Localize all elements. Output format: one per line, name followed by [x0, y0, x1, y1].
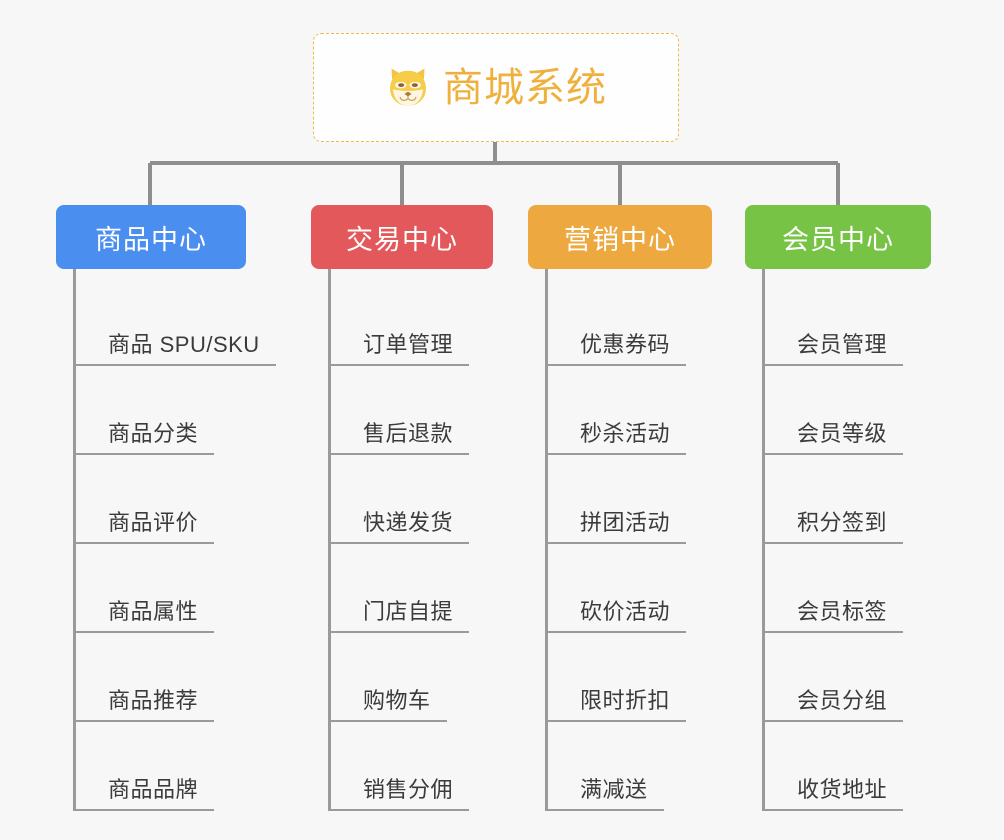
branch-head-marketing[interactable]: 营销中心: [528, 205, 712, 269]
branch-head-member[interactable]: 会员中心: [745, 205, 931, 269]
sub-item-label: 商品 SPU/SKU: [108, 332, 260, 357]
list-item[interactable]: 满减送: [548, 722, 712, 811]
list-item[interactable]: 商品 SPU/SKU: [76, 277, 276, 366]
sub-item-label: 秒杀活动: [580, 421, 671, 446]
list-item[interactable]: 会员标签: [765, 544, 931, 633]
root-title: 商城系统: [443, 65, 607, 110]
sub-item-label: 订单管理: [363, 332, 454, 357]
branch-columns: 商品中心 商品 SPU/SKU 商品分类 商品评价 商品属性 商品推荐 商品品牌…: [0, 205, 1004, 840]
list-item[interactable]: 销售分佣: [331, 722, 493, 811]
sub-item-list-product: 商品 SPU/SKU 商品分类 商品评价 商品属性 商品推荐 商品品牌: [73, 269, 276, 811]
sub-item-list-trade: 订单管理 售后退款 快递发货 门店自提 购物车 销售分佣: [328, 269, 493, 811]
sub-item-label: 快递发货: [363, 510, 454, 535]
list-item[interactable]: 售后退款: [331, 366, 493, 455]
branch-column-product: 商品中心 商品 SPU/SKU 商品分类 商品评价 商品属性 商品推荐 商品品牌: [56, 205, 276, 811]
sub-item-list-marketing: 优惠券码 秒杀活动 拼团活动 砍价活动 限时折扣 满减送: [545, 269, 712, 811]
branch-column-member: 会员中心 会员管理 会员等级 积分签到 会员标签 会员分组 收货地址: [745, 205, 931, 811]
list-item[interactable]: 商品推荐: [76, 633, 246, 722]
sub-item-label: 优惠券码: [580, 332, 671, 357]
sub-item-label: 会员标签: [797, 599, 888, 624]
list-item[interactable]: 优惠券码: [548, 277, 712, 366]
list-item[interactable]: 商品品牌: [76, 722, 246, 811]
list-item[interactable]: 会员管理: [765, 277, 931, 366]
list-item[interactable]: 限时折扣: [548, 633, 712, 722]
sub-item-label: 会员管理: [797, 332, 888, 357]
list-item[interactable]: 会员等级: [765, 366, 931, 455]
list-item[interactable]: 商品属性: [76, 544, 246, 633]
sub-item-label: 拼团活动: [580, 510, 671, 535]
list-item[interactable]: 收货地址: [765, 722, 931, 811]
sub-item-label: 收货地址: [797, 777, 888, 802]
list-item[interactable]: 门店自提: [331, 544, 493, 633]
sub-item-label: 满减送: [580, 777, 648, 802]
list-item[interactable]: 订单管理: [331, 277, 493, 366]
sub-item-label: 商品分类: [108, 421, 199, 446]
list-item[interactable]: 砍价活动: [548, 544, 712, 633]
branch-head-product[interactable]: 商品中心: [56, 205, 246, 269]
sub-item-label: 商品评价: [108, 510, 199, 535]
sub-item-label: 门店自提: [363, 599, 454, 624]
sub-item-label: 限时折扣: [580, 688, 671, 713]
root-node[interactable]: 商城系统: [313, 33, 679, 142]
branch-head-label: 商品中心: [95, 224, 207, 255]
list-item[interactable]: 积分签到: [765, 455, 931, 544]
shiba-dog-face-icon: [390, 68, 426, 106]
branch-head-label: 营销中心: [564, 224, 676, 255]
sub-item-label: 砍价活动: [580, 599, 671, 624]
sub-item-label: 商品属性: [108, 599, 199, 624]
sub-item-label: 积分签到: [797, 510, 888, 535]
sub-item-label: 商品推荐: [108, 688, 199, 713]
sub-item-label: 销售分佣: [363, 777, 454, 802]
list-item[interactable]: 快递发货: [331, 455, 493, 544]
branch-column-marketing: 营销中心 优惠券码 秒杀活动 拼团活动 砍价活动 限时折扣 满减送: [528, 205, 712, 811]
branch-column-trade: 交易中心 订单管理 售后退款 快递发货 门店自提 购物车 销售分佣: [311, 205, 493, 811]
list-item[interactable]: 商品评价: [76, 455, 246, 544]
list-item[interactable]: 秒杀活动: [548, 366, 712, 455]
sub-item-label: 售后退款: [363, 421, 454, 446]
list-item[interactable]: 会员分组: [765, 633, 931, 722]
list-item[interactable]: 商品分类: [76, 366, 246, 455]
sub-item-label: 会员等级: [797, 421, 888, 446]
list-item[interactable]: 购物车: [331, 633, 493, 722]
branch-head-label: 会员中心: [782, 224, 894, 255]
branch-head-label: 交易中心: [346, 224, 458, 255]
sub-item-label: 商品品牌: [108, 777, 199, 802]
branch-head-trade[interactable]: 交易中心: [311, 205, 493, 269]
sub-item-label: 购物车: [363, 688, 431, 713]
sub-item-list-member: 会员管理 会员等级 积分签到 会员标签 会员分组 收货地址: [762, 269, 931, 811]
list-item[interactable]: 拼团活动: [548, 455, 712, 544]
sub-item-label: 会员分组: [797, 688, 888, 713]
